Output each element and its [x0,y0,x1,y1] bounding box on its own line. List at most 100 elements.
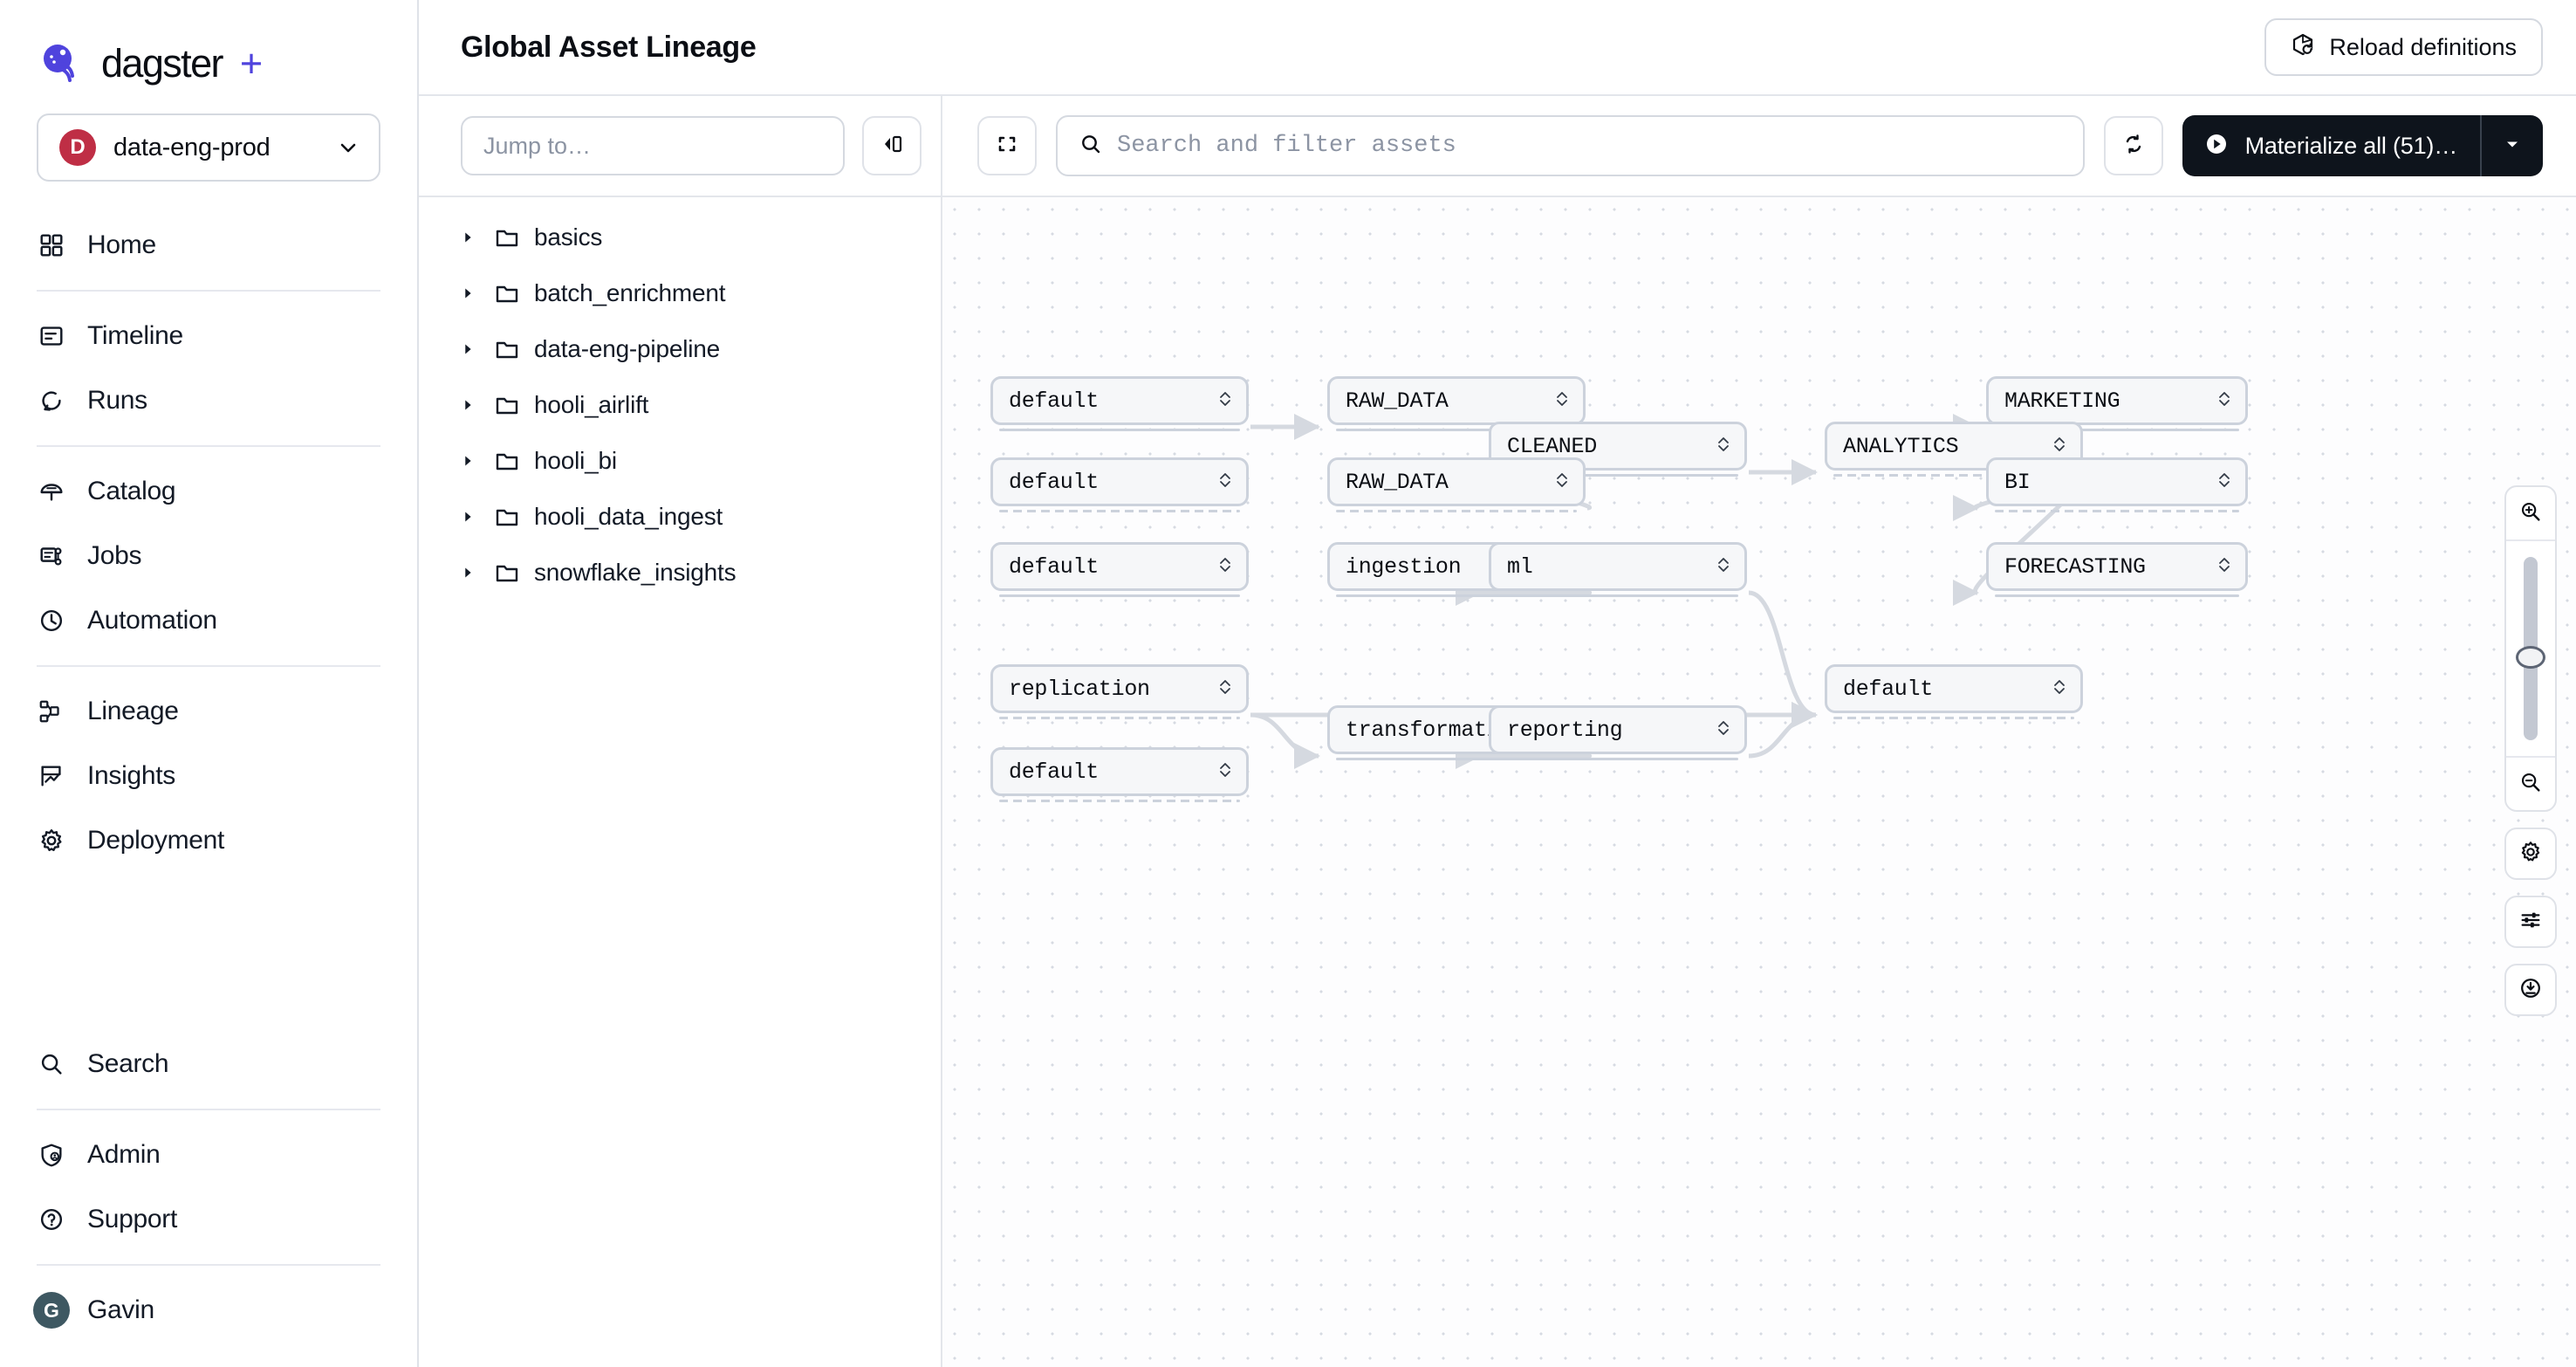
search-icon [1079,132,1103,161]
graph-node-stack-indicator [1995,429,2239,431]
zoom-out-button[interactable] [2506,758,2555,810]
sidebar-item-search[interactable]: Search [0,1032,417,1096]
deployment-selector[interactable]: D data-eng-prod [37,113,380,182]
chevron-right-icon[interactable] [459,229,494,246]
chevron-right-icon[interactable] [459,508,494,526]
materialize-dropdown-button[interactable] [2482,115,2543,176]
sidebar-item-home[interactable]: Home [0,213,417,278]
sidebar-item-catalog[interactable]: Catalog [0,459,417,524]
graph-node-stack-indicator [1833,717,2074,719]
updown-chevron-icon[interactable] [1555,470,1569,495]
graph-node[interactable]: ml [1489,542,1747,591]
nav-divider [37,1264,380,1266]
zoom-slider-handle[interactable] [2516,646,2545,669]
graph-node[interactable]: BI [1986,457,2248,506]
updown-chevron-icon[interactable] [1218,470,1232,495]
toolbar-left [419,96,942,196]
reload-definitions-button[interactable]: Reload definitions [2264,18,2543,76]
list-item[interactable]: data-eng-pipeline [419,321,941,377]
refresh-button[interactable] [2103,116,2163,175]
chevron-right-icon[interactable] [459,285,494,302]
graph-node[interactable]: default [990,542,1249,591]
sidebar-item-timeline[interactable]: Timeline [0,304,417,368]
graph-node-stack-indicator [1833,474,2074,477]
graph-node-stack-indicator [1497,474,1738,477]
updown-chevron-icon[interactable] [2217,470,2231,495]
materialize-all-button[interactable]: Materialize all (51)… [2182,115,2543,176]
collapse-panel-button[interactable] [862,116,921,175]
graph-node[interactable]: MARKETING [1986,376,2248,425]
list-item[interactable]: hooli_bi [419,433,941,489]
sidebar-item-user[interactable]: G Gavin [0,1278,417,1343]
graph-node[interactable]: default [990,457,1249,506]
sidebar-item-label: Catalog [87,477,176,505]
sliders-icon [2518,908,2543,937]
updown-chevron-icon[interactable] [1218,388,1232,414]
list-item[interactable]: batch_enrichment [419,265,941,321]
updown-chevron-icon[interactable] [1218,759,1232,785]
graph-node[interactable]: default [1825,664,2083,713]
zoom-slider[interactable] [2506,539,2555,758]
graph-edge [1748,590,1818,728]
materialize-all-main[interactable]: Materialize all (51)… [2182,115,2480,176]
collapse-panel-icon [879,131,905,161]
sidebar-item-automation[interactable]: Automation [0,588,417,653]
graph-node[interactable]: reporting [1489,705,1747,754]
sidebar-item-label: Support [87,1205,177,1233]
updown-chevron-icon[interactable] [2217,388,2231,414]
updown-chevron-icon[interactable] [1555,388,1569,414]
sidebar-bottom: Search Admin [0,1025,417,1367]
list-item[interactable]: snowflake_insights [419,545,941,601]
zoom-out-icon [2518,770,2543,799]
graph-node-label: default [1009,553,1099,580]
jump-to-input[interactable] [461,116,845,175]
nav-divider [37,665,380,667]
fit-to-screen-button[interactable] [977,116,1037,175]
graph-node[interactable]: default [990,376,1249,425]
sidebar-item-runs[interactable]: Runs [0,368,417,433]
updown-chevron-icon[interactable] [1218,554,1232,580]
updown-chevron-icon[interactable] [2052,677,2066,702]
updown-chevron-icon[interactable] [1218,677,1232,702]
list-item[interactable]: hooli_airlift [419,377,941,433]
graph-node[interactable]: RAW_DATA [1327,457,1586,506]
main-area: Global Asset Lineage Reload definitions [419,0,2576,1367]
sidebar-item-deployment[interactable]: Deployment [0,808,417,873]
zoom-in-button[interactable] [2506,487,2555,539]
chevron-right-icon[interactable] [459,564,494,581]
graph-filters-button[interactable] [2504,896,2557,948]
caret-down-icon [2503,134,2522,158]
graph-node-stack-indicator [1995,594,2239,597]
updown-chevron-icon[interactable] [1716,554,1730,580]
graph-node-stack-indicator [999,594,1240,597]
sidebar-item-label: Gavin [87,1295,154,1324]
chevron-right-icon[interactable] [459,452,494,470]
graph-node[interactable]: FORECASTING [1986,542,2248,591]
sidebar-item-lineage[interactable]: Lineage [0,679,417,744]
insights-icon [37,761,66,791]
updown-chevron-icon[interactable] [2052,434,2066,459]
graph-node[interactable]: replication [990,664,1249,713]
graph-node-label: default [1009,759,1099,785]
graph-settings-button[interactable] [2504,828,2557,880]
list-item-label: snowflake_insights [534,559,736,586]
search-input[interactable]: Search and filter assets [1056,115,2085,176]
list-item[interactable]: hooli_data_ingest [419,489,941,545]
sidebar-item-admin[interactable]: Admin [0,1123,417,1187]
graph-download-button[interactable] [2504,964,2557,1016]
sidebar-item-support[interactable]: Support [0,1187,417,1252]
folder-icon [494,392,534,418]
sidebar-item-jobs[interactable]: Jobs [0,524,417,588]
graph-node[interactable]: default [990,747,1249,796]
brand[interactable]: dagster + [0,0,417,94]
updown-chevron-icon[interactable] [1716,434,1730,459]
sidebar-item-insights[interactable]: Insights [0,744,417,808]
chevron-right-icon[interactable] [459,340,494,358]
list-item[interactable]: basics [419,210,941,265]
reload-definitions-icon [2291,32,2315,63]
updown-chevron-icon[interactable] [1716,718,1730,743]
updown-chevron-icon[interactable] [2217,554,2231,580]
chevron-right-icon[interactable] [459,396,494,414]
graph-node[interactable]: RAW_DATA [1327,376,1586,425]
